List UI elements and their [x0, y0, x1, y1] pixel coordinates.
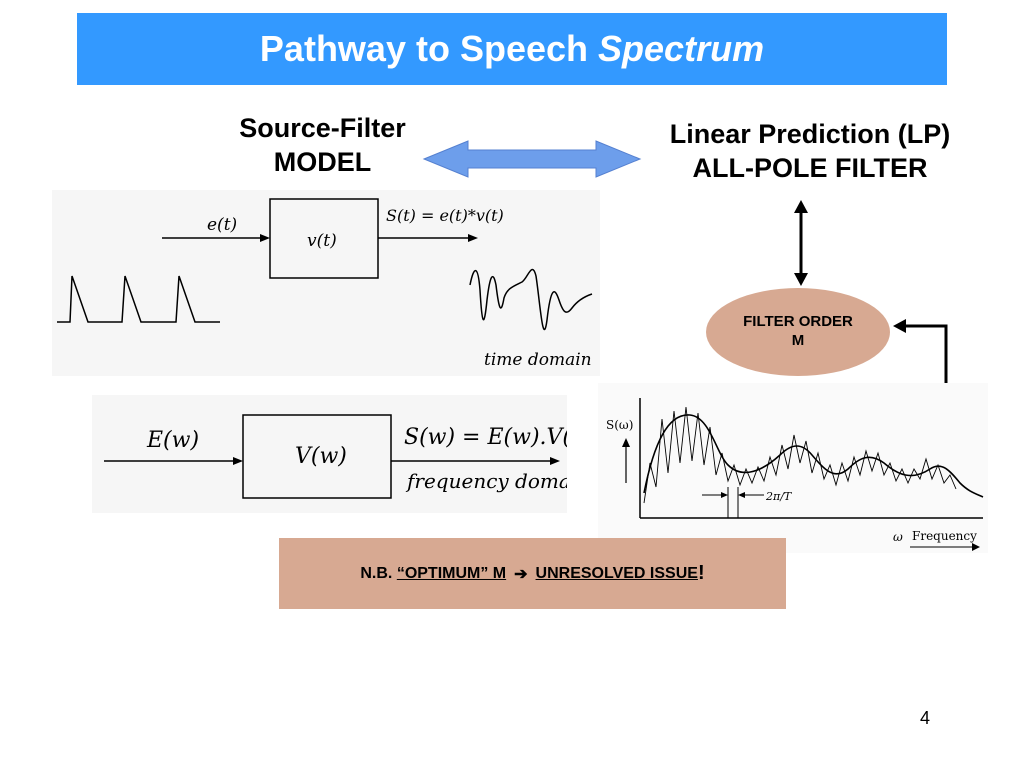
lp-heading: Linear Prediction (LP) ALL-POLE FILTER	[640, 118, 980, 186]
note-bang: !	[697, 562, 705, 584]
lp-heading-line1: Linear Prediction (LP)	[669, 119, 951, 149]
spacing-arrow-left-head	[721, 492, 728, 498]
freq-domain-caption: frequency domain	[405, 469, 567, 493]
time-domain-figure: e(t) v(t) S(t) = e(t)*v(t) time domain	[52, 190, 600, 376]
spacing-arrow-right-head	[738, 492, 745, 498]
input-arrow-head	[260, 234, 270, 242]
source-filter-line2: MODEL	[273, 146, 372, 177]
x-axis-label: Frequency	[912, 529, 977, 543]
note-issue: UNRESOLVED ISSUE	[535, 564, 698, 582]
freq-input-head	[233, 457, 243, 465]
title-bar: Pathway to Speech Spectrum	[77, 13, 947, 85]
spectral-envelope	[643, 414, 984, 498]
pulse-train	[57, 275, 220, 323]
note-optimum: “OPTIMUM” M	[396, 564, 507, 582]
freq-output-head	[550, 457, 560, 465]
spectrum-figure: S(ω) 2π/T ω Frequency	[598, 383, 988, 553]
note-prefix: N.B.	[360, 564, 397, 582]
freq-input-label: E(w)	[146, 428, 199, 453]
freq-filter-block	[242, 414, 392, 499]
filter-order-line1: FILTER ORDER	[743, 313, 853, 331]
spectrum-y-label: S(ω)	[606, 418, 633, 432]
time-domain-caption: time domain	[484, 350, 592, 370]
freq-output-label: S(w) = E(w).V(w)	[404, 425, 567, 450]
input-label: e(t)	[207, 215, 237, 235]
time-domain-svg: e(t) v(t) S(t) = e(t)*v(t) time domain	[57, 198, 593, 370]
spectrum-svg: S(ω) 2π/T ω Frequency	[606, 398, 984, 551]
arrow-right-icon: ➔	[514, 565, 528, 583]
spacing-label: 2π/T	[765, 490, 793, 503]
filter-order-line2: M	[791, 332, 805, 349]
x-axis-symbol: ω	[893, 530, 903, 544]
x-axis-arrow-head	[972, 543, 980, 551]
output-arrow-head	[468, 234, 478, 242]
note-box: N.B. “OPTIMUM” M ➔ UNRESOLVED ISSUE !	[279, 538, 786, 609]
harmonic-ripples	[643, 406, 957, 504]
lp-heading-line2: ALL-POLE FILTER	[692, 152, 928, 183]
source-filter-line1: Source-Filter	[239, 113, 406, 143]
block-label: v(t)	[307, 231, 337, 251]
title-emphasis: Spectrum	[598, 28, 765, 69]
double-arrow	[422, 140, 642, 178]
output-label: S(t) = e(t)*v(t)	[386, 206, 504, 225]
slide-title: Pathway to Speech Spectrum	[259, 28, 765, 69]
y-axis-arrow-head	[622, 438, 630, 447]
freq-block-label: V(w)	[295, 444, 347, 469]
frequency-domain-svg: E(w) V(w) S(w) = E(w).V(w) frequency dom…	[104, 414, 567, 499]
source-filter-heading: Source-Filter MODEL	[210, 112, 435, 180]
speech-waveform	[469, 268, 593, 330]
frequency-domain-figure: E(w) V(w) S(w) = E(w).V(w) frequency dom…	[92, 395, 567, 513]
page-number: 4	[920, 708, 931, 728]
filter-order-ellipse: FILTER ORDER M	[706, 288, 890, 376]
heading-to-filter-arrow	[794, 200, 808, 286]
